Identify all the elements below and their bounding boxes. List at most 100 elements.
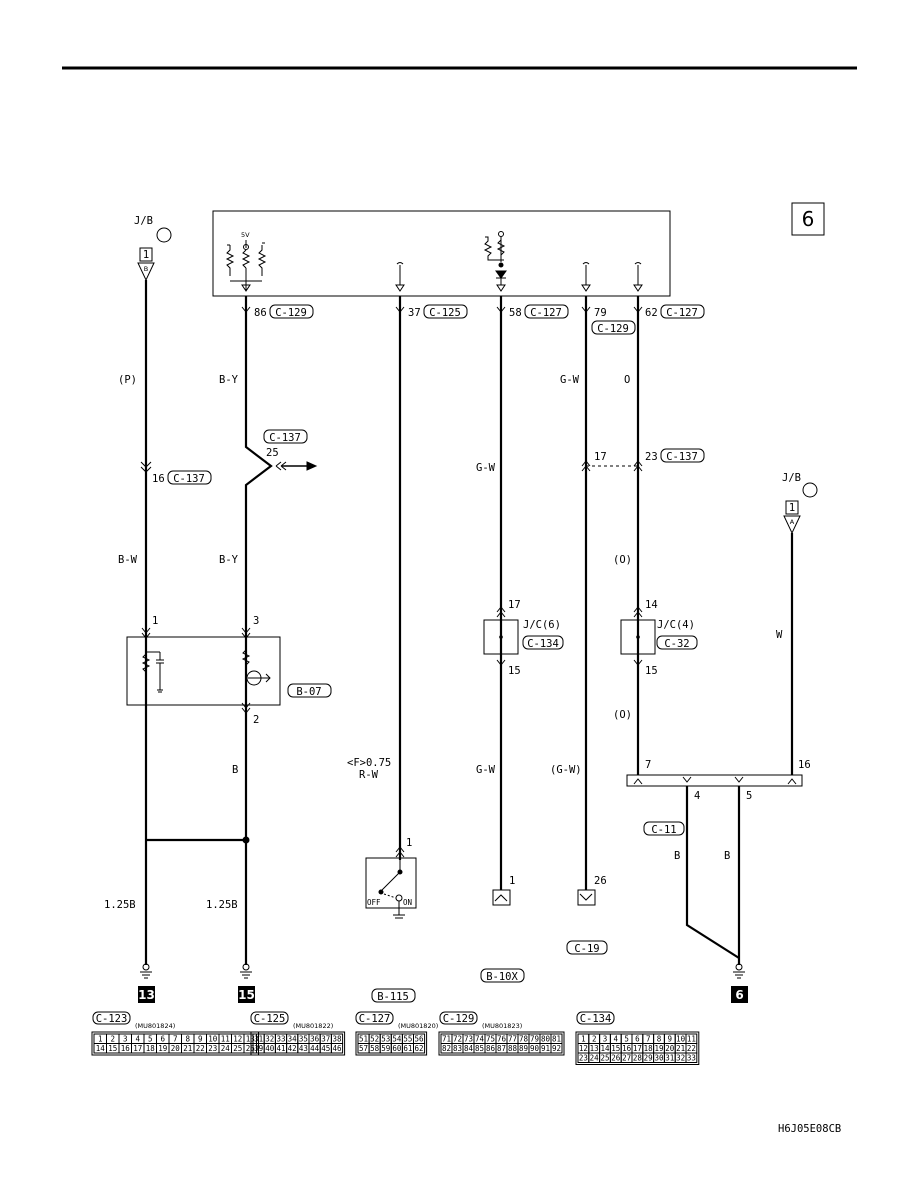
svg-text:(O): (O) (613, 709, 632, 721)
ground-13: 13 (138, 963, 155, 1003)
ecu-resistor-group (225, 240, 267, 290)
svg-text:15: 15 (238, 988, 255, 1002)
svg-text:B-Y: B-Y (219, 374, 239, 386)
connector-pin: 1 (581, 1035, 586, 1044)
svg-text:C-127: C-127 (666, 307, 698, 319)
connector-pin: 22 (196, 1044, 205, 1053)
connector-pin: 38 (332, 1035, 342, 1044)
connector-pin: 22 (687, 1044, 696, 1053)
svg-text:3: 3 (253, 615, 259, 627)
connector-pin: 52 (370, 1035, 379, 1044)
connector-pin: 28 (633, 1054, 643, 1063)
svg-text:C-137: C-137 (666, 451, 698, 463)
connector-pin: 91 (541, 1044, 550, 1053)
svg-text:7: 7 (645, 759, 651, 771)
svg-text:37: 37 (408, 307, 421, 319)
connector-pin: 71 (442, 1035, 451, 1044)
connector-pin: 32 (676, 1054, 685, 1063)
connector-part-number: (MU801822) (293, 1022, 333, 1030)
connector-pin: 11 (221, 1035, 230, 1044)
svg-text:16: 16 (152, 473, 165, 485)
page-number-badge: 6 (791, 202, 825, 236)
svg-text:1.25B: 1.25B (104, 899, 136, 911)
connector-pin: 78 (519, 1035, 529, 1044)
connector-pin: 23 (208, 1044, 217, 1053)
connector-pin: 27 (622, 1054, 631, 1063)
ecu-pin-79-stub (581, 262, 591, 292)
connector-name: C-123 (96, 1013, 128, 1025)
svg-text:14: 14 (645, 599, 658, 611)
inline-connector-marks (140, 306, 643, 473)
connector-pin: 7 (173, 1035, 178, 1044)
b10x-terminals: 1 26 C-19 B-10X (480, 875, 608, 983)
connector-pin: 31 (254, 1035, 263, 1044)
connector-pin: 73 (464, 1035, 473, 1044)
connector-pin: 26 (611, 1054, 621, 1063)
connector-pin: 60 (392, 1044, 402, 1053)
connector-pin: 13 (590, 1044, 599, 1053)
connector-pin: 57 (359, 1044, 368, 1053)
connector-pin: 20 (665, 1044, 675, 1053)
svg-text:<F>0.75: <F>0.75 (347, 757, 391, 769)
connector-pin: 42 (288, 1044, 297, 1053)
connector-pin: 37 (321, 1035, 330, 1044)
svg-text:C-127: C-127 (530, 307, 562, 319)
connector-pin: 20 (171, 1044, 181, 1053)
svg-text:OFF: OFF (367, 898, 381, 907)
jb-right: J/B 1 A (782, 472, 818, 535)
connector-pin: 24 (221, 1044, 231, 1053)
connector-pin: 24 (590, 1054, 600, 1063)
svg-text:B-W: B-W (118, 554, 138, 566)
connector-pin: 29 (644, 1054, 653, 1063)
svg-text:G-W: G-W (476, 462, 496, 474)
connector-pin: 15 (611, 1044, 620, 1053)
connector-pin: 83 (453, 1044, 462, 1053)
ecu-pin-37-stub (395, 262, 405, 292)
jc6-junction: 17 J/C(6) C-134 15 (483, 599, 564, 677)
svg-text:C-129: C-129 (275, 307, 307, 319)
connector-pin: 55 (403, 1035, 412, 1044)
connector-pin: 18 (146, 1044, 156, 1053)
connector-pin: 43 (299, 1044, 308, 1053)
connector-pin: 59 (381, 1044, 390, 1053)
connector-pin: 2 (592, 1035, 597, 1044)
svg-text:C-11: C-11 (651, 824, 676, 836)
connector-pin: 2 (110, 1035, 115, 1044)
svg-text:C-137: C-137 (269, 432, 301, 444)
svg-text:B: B (232, 764, 238, 776)
figure-code: H6J05E08CB (778, 1123, 841, 1135)
connector-pin: 25 (233, 1044, 242, 1053)
connector-pin: 9 (668, 1035, 673, 1044)
connector-pin: 17 (633, 1044, 642, 1053)
connector-pin: 46 (332, 1044, 342, 1053)
jc4-junction: 14 J/C(4) C-32 15 (620, 599, 698, 677)
svg-text:(P): (P) (118, 374, 137, 386)
connector-pin: 82 (442, 1044, 451, 1053)
connector-pin: 21 (676, 1044, 685, 1053)
connector-pin: 76 (497, 1035, 507, 1044)
wires (144, 280, 794, 965)
connector-pin: 31 (665, 1054, 674, 1063)
connector-pin: 62 (415, 1044, 424, 1053)
ecu-box: 5V (212, 210, 671, 297)
svg-text:B-Y: B-Y (219, 554, 239, 566)
connector-pin: 80 (541, 1035, 551, 1044)
svg-text:R-W: R-W (359, 769, 379, 781)
connector-pin: 16 (622, 1044, 632, 1053)
connector-pin: 7 (646, 1035, 651, 1044)
svg-text:C-134: C-134 (527, 638, 559, 650)
svg-text:W: W (776, 629, 783, 641)
connector-pin: 75 (486, 1035, 495, 1044)
svg-text:5: 5 (746, 790, 752, 802)
svg-text:26: 26 (594, 875, 607, 887)
svg-text:62: 62 (645, 307, 658, 319)
svg-text:13: 13 (138, 988, 155, 1002)
connector-pin: 19 (654, 1044, 663, 1053)
svg-text:O: O (624, 374, 630, 386)
